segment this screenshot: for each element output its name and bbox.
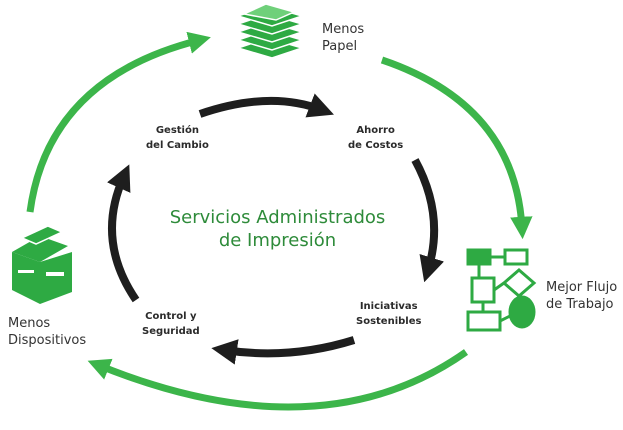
arrow-ahorro-to-iniciativas [411,158,445,283]
label-line: Seguridad [142,325,200,337]
arrow-papel-to-flujo [380,56,533,240]
label-line: Ahorro [356,125,395,136]
label-line: Mejor Flujo [546,280,618,295]
center-title: Servicios Administrados de Impresión [140,207,415,252]
label-mejor-flujo: Mejor Flujo de Trabajo [546,280,617,314]
center-title-line-2: de Impresión [218,229,337,251]
label-line: Sostenibles [356,315,422,327]
arrow-gestion-to-ahorro [198,93,334,118]
inner-cycle-arrows [107,93,445,365]
label-line: Papel [322,38,358,54]
label-gestion-cambio: Gestión del Cambio [146,124,209,153]
outer-cycle-arrows [26,31,533,411]
arrow-iniciativas-to-control [211,336,356,365]
label-line: Menos [8,316,51,331]
label-line: Dispositivos [8,332,87,348]
label-line: Gestión [155,125,199,136]
paper-stack-icon [235,3,305,59]
label-menos-papel: Menos Papel [322,22,364,56]
label-line: de Costos [348,139,404,151]
label-line: Menos [322,22,365,37]
label-line: del Cambio [146,139,209,151]
arrow-flujo-to-dispositivos [87,349,469,411]
label-line: Iniciativas [359,301,418,312]
printer-icon [12,225,72,304]
label-control-seguridad: Control y Seguridad [142,310,200,339]
arrow-control-to-gestion [107,164,140,303]
label-iniciativas-sostenibles: Iniciativas Sostenibles [356,300,421,329]
label-ahorro-costos: Ahorro de Costos [348,124,403,153]
label-line: de Trabajo [546,296,614,312]
center-title-line-1: Servicios Administrados [169,207,386,228]
label-line: Control y [145,311,197,322]
workflow-icon [466,248,537,332]
label-menos-dispositivos: Menos Dispositivos [8,316,86,350]
arrow-dispositivos-to-papel [26,31,211,213]
